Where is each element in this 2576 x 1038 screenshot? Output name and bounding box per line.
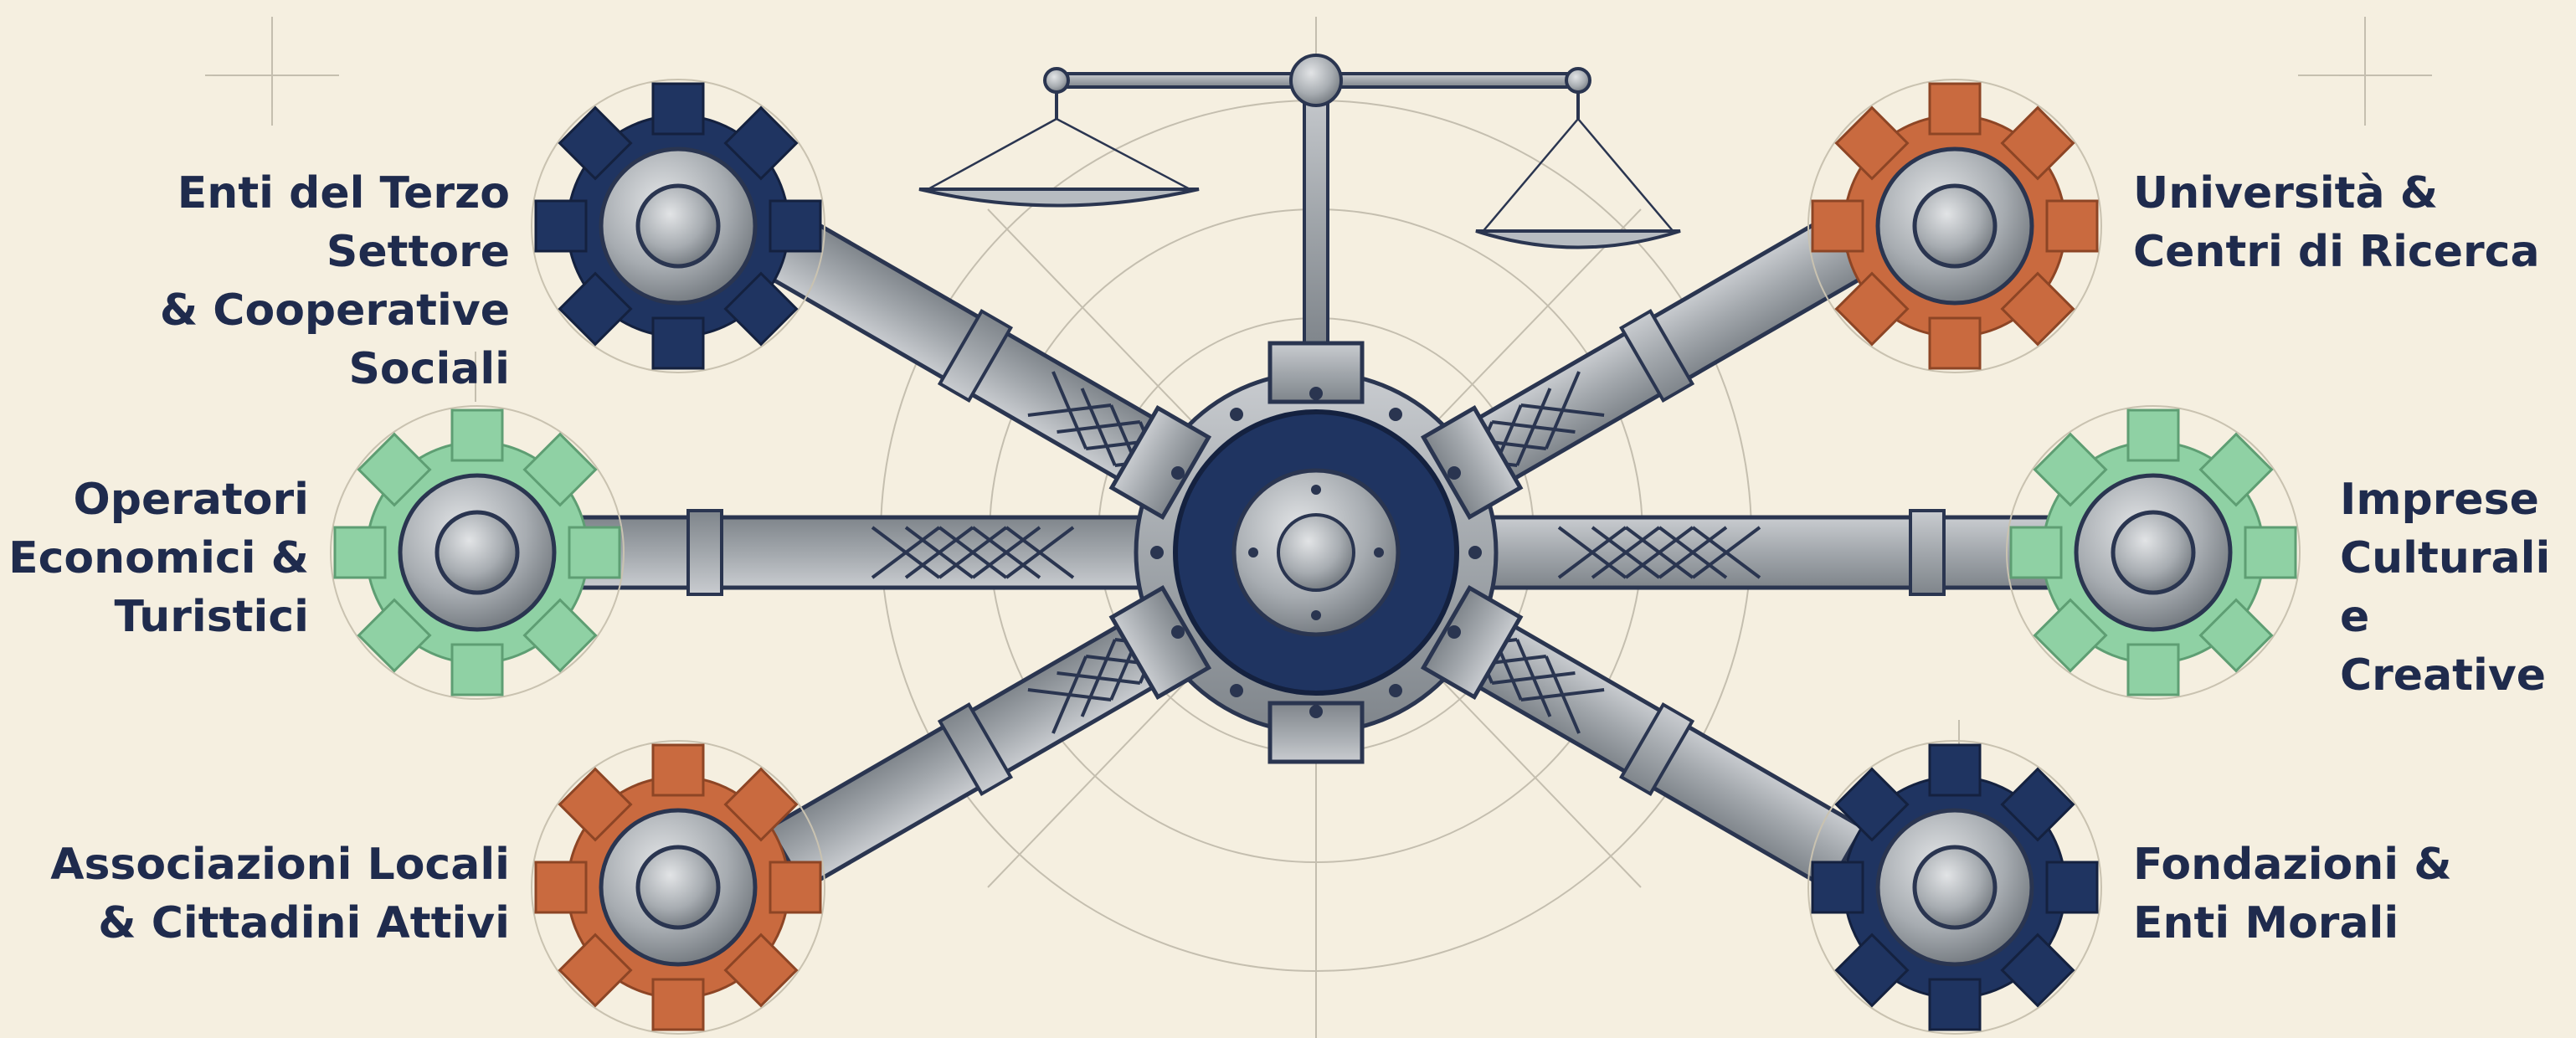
label-universita-ricerca: Università & Centri di Ricerca <box>2133 164 2568 281</box>
label-associazioni-locali: Associazioni Locali & Cittadini Attivi <box>0 835 510 953</box>
label-imprese-culturali: Imprese Culturali e Creative <box>2340 470 2576 705</box>
label-enti-terzo-settore: Enti del Terzo Settore & Cooperative Soc… <box>0 164 510 398</box>
balance-scale-icon <box>919 55 1680 377</box>
label-operatori-economici: Operatori Economici & Turistici <box>8 470 309 646</box>
label-fondazioni: Fondazioni & Enti Morali <box>2133 835 2552 953</box>
